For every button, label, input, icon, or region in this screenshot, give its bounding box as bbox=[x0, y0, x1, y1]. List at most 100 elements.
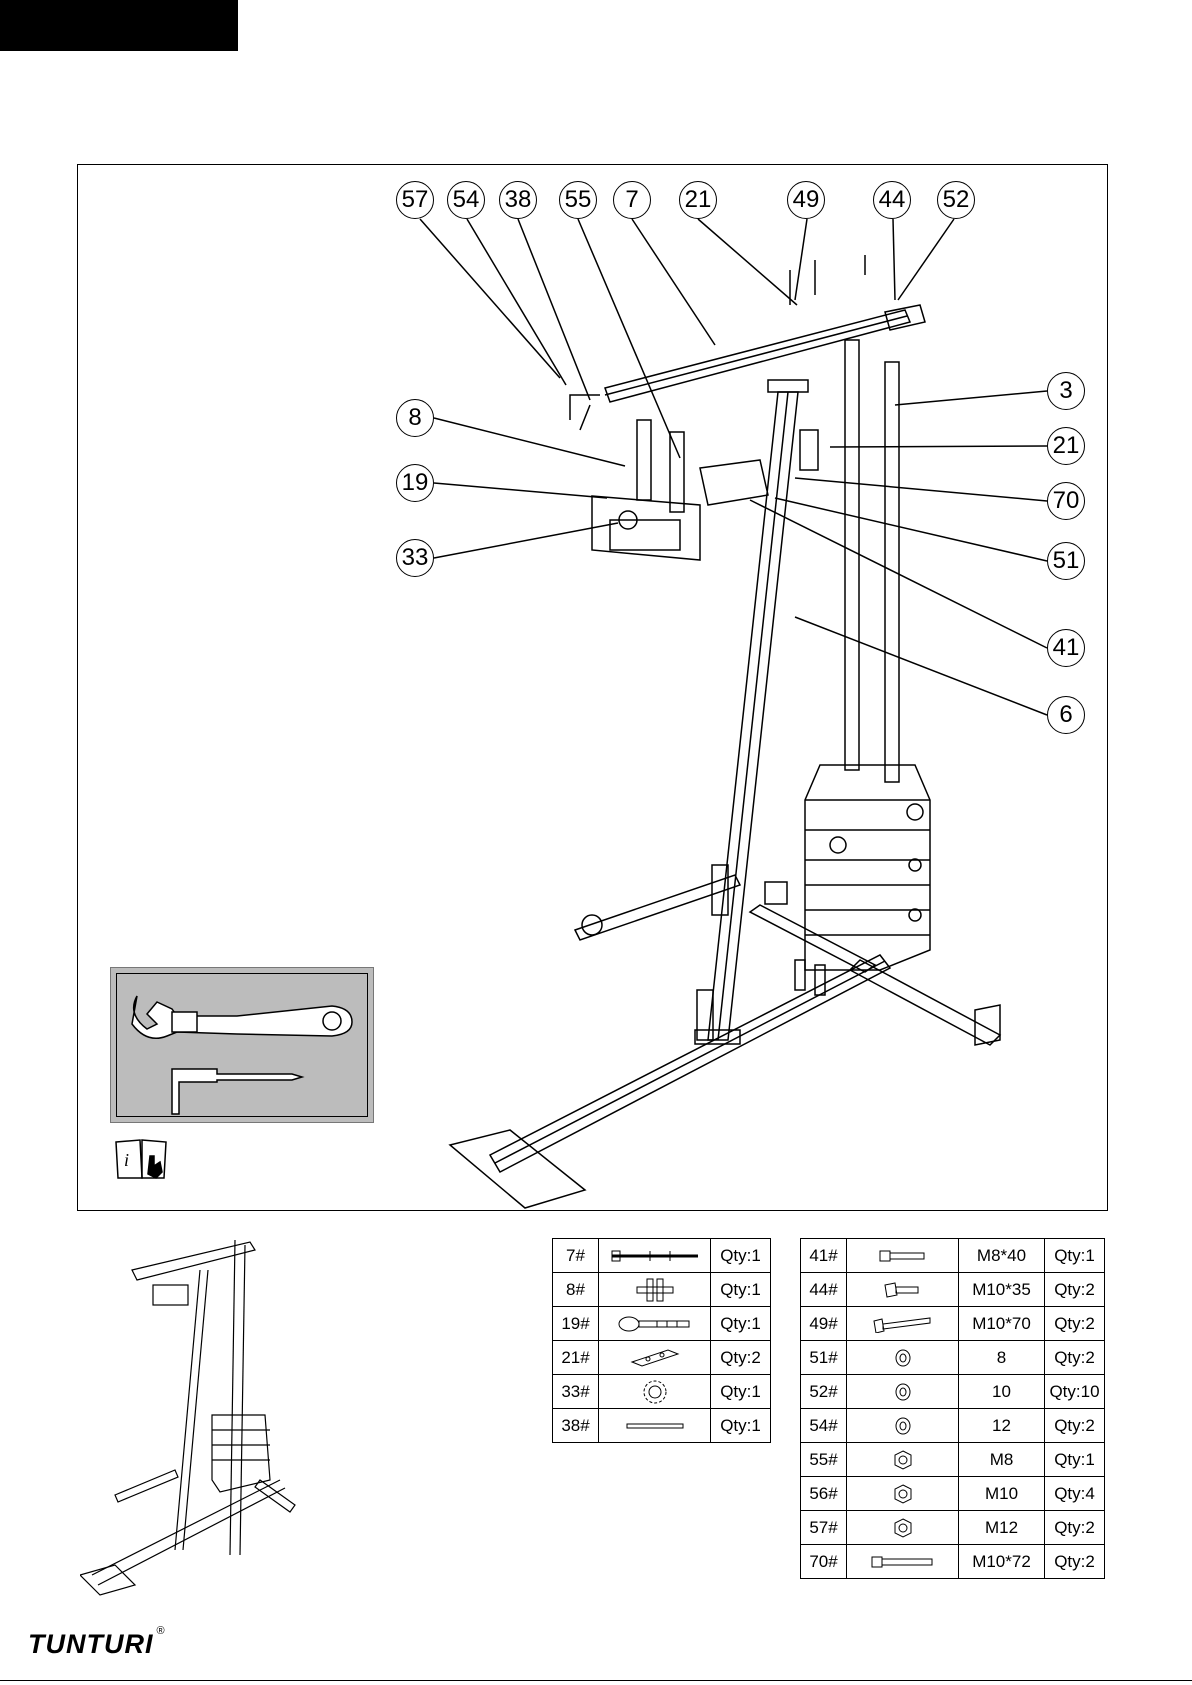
callout-54: 54 bbox=[447, 181, 485, 219]
callout-6: 6 bbox=[1047, 696, 1085, 734]
qty: Qty:2 bbox=[1045, 1273, 1105, 1307]
part-number: 56# bbox=[801, 1477, 847, 1511]
knob-icon bbox=[599, 1375, 711, 1409]
callout-21-right: 21 bbox=[1047, 427, 1085, 465]
size: M12 bbox=[959, 1511, 1045, 1545]
part-number: 41# bbox=[801, 1239, 847, 1273]
table-row: 70# M10*72 Qty:2 bbox=[801, 1545, 1105, 1579]
manual-info-icon: i bbox=[114, 1138, 170, 1180]
table-row: 56# M10 Qty:4 bbox=[801, 1477, 1105, 1511]
qty: Qty:1 bbox=[1045, 1239, 1105, 1273]
qty: Qty:2 bbox=[1045, 1341, 1105, 1375]
callout-52: 52 bbox=[937, 181, 975, 219]
bolt-icon bbox=[847, 1307, 959, 1341]
knob-bolt-icon bbox=[599, 1307, 711, 1341]
washer-icon bbox=[847, 1375, 959, 1409]
callout-38: 38 bbox=[499, 181, 537, 219]
part-number: 38# bbox=[553, 1409, 599, 1443]
table-row: 49# M10*70 Qty:2 bbox=[801, 1307, 1105, 1341]
qty: Qty:1 bbox=[711, 1239, 771, 1273]
size: M8 bbox=[959, 1443, 1045, 1477]
parts-table-1: 7# Qty:1 8# Qty:1 19# Qty:1 21# Qty:2 33… bbox=[552, 1238, 771, 1443]
nut-icon bbox=[847, 1477, 959, 1511]
wrench-and-hex-key-icon bbox=[117, 974, 369, 1118]
callout-3: 3 bbox=[1047, 372, 1085, 410]
part-number: 52# bbox=[801, 1375, 847, 1409]
part-number: 51# bbox=[801, 1341, 847, 1375]
qty: Qty:2 bbox=[1045, 1409, 1105, 1443]
table-row: 41# M8*40 Qty:1 bbox=[801, 1239, 1105, 1273]
size: 10 bbox=[959, 1375, 1045, 1409]
parts-table-2: 41# M8*40 Qty:1 44# M10*35 Qty:2 49# M10… bbox=[800, 1238, 1105, 1579]
qty: Qty:10 bbox=[1045, 1375, 1105, 1409]
table-row: 7# Qty:1 bbox=[553, 1239, 771, 1273]
callout-21-top: 21 bbox=[679, 181, 717, 219]
callout-33: 33 bbox=[396, 539, 434, 577]
registered-mark: ® bbox=[156, 1625, 165, 1637]
bolt-icon bbox=[847, 1545, 959, 1579]
part-number: 54# bbox=[801, 1409, 847, 1443]
t-bracket-icon bbox=[599, 1273, 711, 1307]
size: M10*72 bbox=[959, 1545, 1045, 1579]
long-bar-icon bbox=[599, 1239, 711, 1273]
callout-49: 49 bbox=[787, 181, 825, 219]
callout-55: 55 bbox=[559, 181, 597, 219]
table-row: 8# Qty:1 bbox=[553, 1273, 771, 1307]
nut-icon bbox=[847, 1511, 959, 1545]
part-number: 19# bbox=[553, 1307, 599, 1341]
bolt-icon bbox=[847, 1239, 959, 1273]
qty: Qty:2 bbox=[711, 1341, 771, 1375]
table-row: 57# M12 Qty:2 bbox=[801, 1511, 1105, 1545]
table-row: 54# 12 Qty:2 bbox=[801, 1409, 1105, 1443]
table-row: 38# Qty:1 bbox=[553, 1409, 771, 1443]
nut-icon bbox=[847, 1443, 959, 1477]
qty: Qty:2 bbox=[1045, 1545, 1105, 1579]
bolt-icon bbox=[847, 1273, 959, 1307]
part-number: 49# bbox=[801, 1307, 847, 1341]
size: 8 bbox=[959, 1341, 1045, 1375]
callout-41: 41 bbox=[1047, 629, 1085, 667]
qty: Qty:1 bbox=[711, 1307, 771, 1341]
part-number: 8# bbox=[553, 1273, 599, 1307]
brand-name: TUNTURI bbox=[28, 1629, 153, 1659]
qty: Qty:2 bbox=[1045, 1307, 1105, 1341]
tools-panel bbox=[110, 967, 374, 1123]
qty: Qty:2 bbox=[1045, 1511, 1105, 1545]
brand-logo: TUNTURI® bbox=[28, 1629, 166, 1660]
washer-icon bbox=[847, 1341, 959, 1375]
callout-19: 19 bbox=[396, 464, 434, 502]
size: 12 bbox=[959, 1409, 1045, 1443]
footer-rule bbox=[0, 1680, 1192, 1681]
part-number: 21# bbox=[553, 1341, 599, 1375]
part-number: 70# bbox=[801, 1545, 847, 1579]
part-number: 33# bbox=[553, 1375, 599, 1409]
callout-51: 51 bbox=[1047, 542, 1085, 580]
table-row: 55# M8 Qty:1 bbox=[801, 1443, 1105, 1477]
part-number: 55# bbox=[801, 1443, 847, 1477]
callout-8: 8 bbox=[396, 399, 434, 437]
assembled-machine-thumbnail bbox=[80, 1230, 340, 1650]
part-number: 44# bbox=[801, 1273, 847, 1307]
part-number: 57# bbox=[801, 1511, 847, 1545]
table-row: 21# Qty:2 bbox=[553, 1341, 771, 1375]
callout-57: 57 bbox=[396, 181, 434, 219]
callout-7: 7 bbox=[613, 181, 651, 219]
size: M10*35 bbox=[959, 1273, 1045, 1307]
svg-text:i: i bbox=[124, 1150, 129, 1170]
qty: Qty:1 bbox=[711, 1273, 771, 1307]
plate-icon bbox=[599, 1341, 711, 1375]
qty: Qty:1 bbox=[711, 1409, 771, 1443]
callout-70: 70 bbox=[1047, 482, 1085, 520]
size: M8*40 bbox=[959, 1239, 1045, 1273]
part-number: 7# bbox=[553, 1239, 599, 1273]
qty: Qty:4 bbox=[1045, 1477, 1105, 1511]
qty: Qty:1 bbox=[1045, 1443, 1105, 1477]
table-row: 52# 10 Qty:10 bbox=[801, 1375, 1105, 1409]
size: M10 bbox=[959, 1477, 1045, 1511]
size: M10*70 bbox=[959, 1307, 1045, 1341]
table-row: 51# 8 Qty:2 bbox=[801, 1341, 1105, 1375]
table-row: 44# M10*35 Qty:2 bbox=[801, 1273, 1105, 1307]
table-row: 19# Qty:1 bbox=[553, 1307, 771, 1341]
qty: Qty:1 bbox=[711, 1375, 771, 1409]
table-row: 33# Qty:1 bbox=[553, 1375, 771, 1409]
